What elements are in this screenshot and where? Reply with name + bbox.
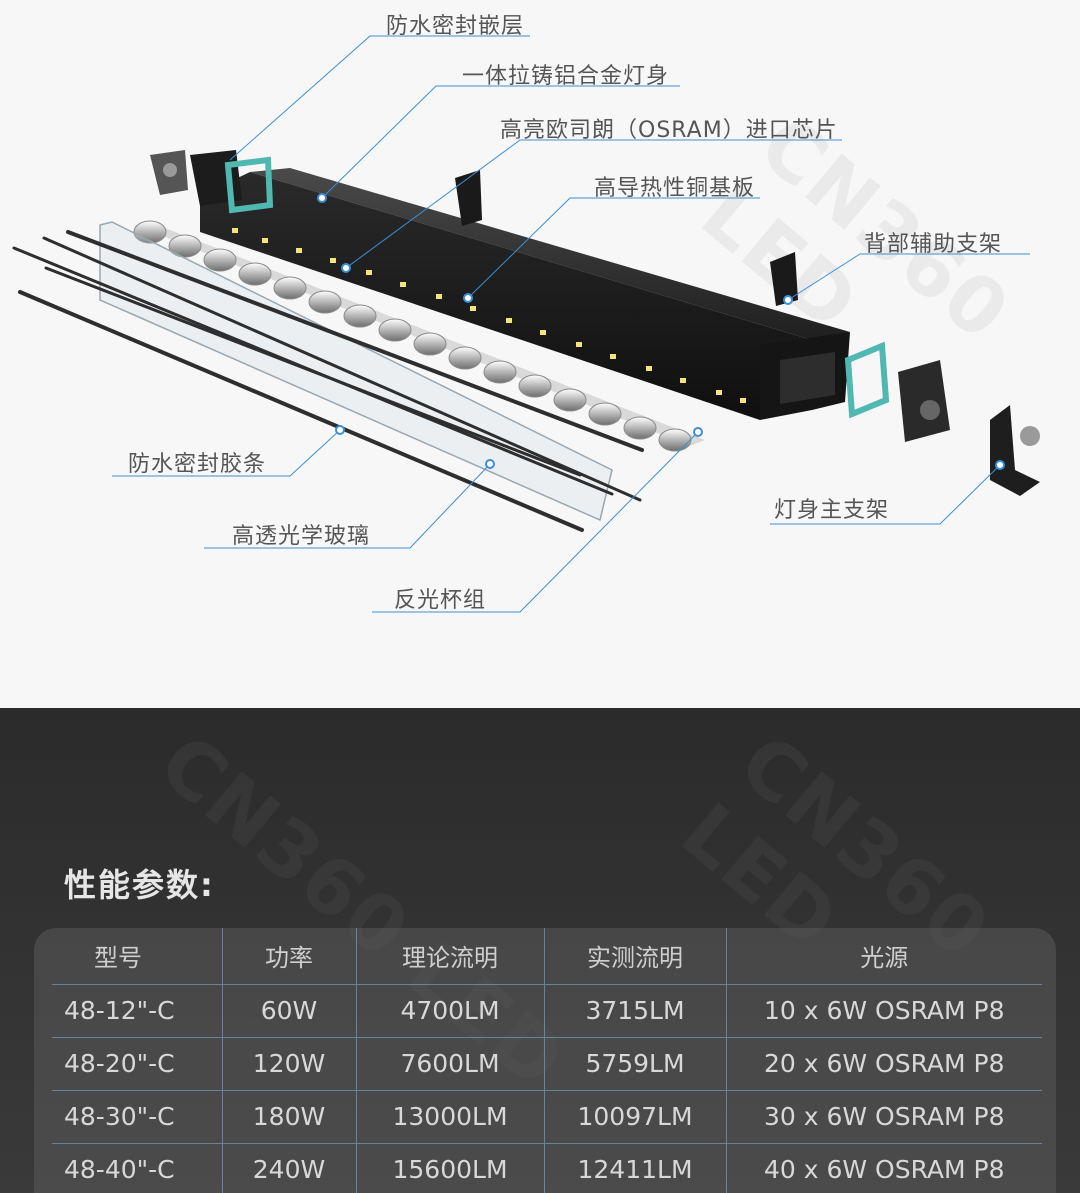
callout-copper-board: 高导热性铜基板 — [594, 176, 756, 201]
table-header-row: 型号 功率 理论流明 实测流明 光源 — [52, 928, 1042, 984]
cell-measured-lumen: 12411LM — [544, 1142, 727, 1193]
product-illustration — [12, 35, 1040, 613]
housing-top — [250, 168, 850, 340]
spec-title: 性能参数: — [64, 866, 215, 904]
cell-power: 120W — [222, 1036, 357, 1090]
housing-face — [200, 172, 812, 420]
callout-optical-glass: 高透光学玻璃 — [232, 524, 371, 549]
cell-model: 48-40"-C — [52, 1142, 223, 1193]
spec-table: 型号 功率 理论流明 实测流明 光源 48-12"-C 60W 4700LM 3… — [52, 928, 1042, 1193]
cell-power: 240W — [222, 1142, 357, 1193]
cell-theoretical-lumen: 7600LM — [356, 1036, 545, 1090]
cell-light-source: 40 x 6W OSRAM P8 — [726, 1142, 1042, 1193]
right-gasket — [844, 341, 890, 419]
col-header-model: 型号 — [52, 928, 223, 984]
col-header-theoretical-lumen: 理论流明 — [356, 928, 545, 984]
cell-model: 48-30"-C — [52, 1089, 223, 1143]
col-header-power: 功率 — [222, 928, 357, 984]
cell-light-source: 20 x 6W OSRAM P8 — [726, 1036, 1042, 1090]
main-bracket — [990, 405, 1040, 496]
callout-aluminum-body: 一体拉铸铝合金灯身 — [462, 64, 670, 89]
callout-reflector: 反光杯组 — [394, 588, 487, 613]
table-row: 48-20"-C 120W 7600LM 5759LM 20 x 6W OSRA… — [52, 1036, 1042, 1090]
callout-waterproof-inlay: 防水密封嵌层 — [386, 14, 525, 39]
exploded-diagram: CN360 LED — [12, 14, 1040, 613]
spec-table-card: 型号 功率 理论流明 实测流明 光源 48-12"-C 60W 4700LM 3… — [34, 928, 1056, 1193]
cell-theoretical-lumen: 15600LM — [356, 1142, 545, 1193]
cell-model: 48-12"-C — [52, 983, 223, 1037]
right-end-cap — [898, 360, 950, 442]
cell-power: 180W — [222, 1089, 357, 1143]
callout-main-bracket: 灯身主支架 — [774, 498, 890, 523]
cell-power: 60W — [222, 983, 357, 1037]
table-row: 48-40"-C 240W 15600LM 12411LM 40 x 6W OS… — [52, 1142, 1042, 1193]
cell-light-source: 10 x 6W OSRAM P8 — [726, 983, 1042, 1037]
back-bracket-2 — [770, 252, 798, 306]
cell-light-source: 30 x 6W OSRAM P8 — [726, 1089, 1042, 1143]
cell-measured-lumen: 3715LM — [544, 983, 727, 1037]
cell-theoretical-lumen: 4700LM — [356, 983, 545, 1037]
col-header-light-source: 光源 — [860, 944, 909, 973]
seal-strips — [12, 230, 644, 532]
cell-measured-lumen: 10097LM — [544, 1089, 727, 1143]
callout-seal-strip: 防水密封胶条 — [128, 452, 267, 477]
cell-theoretical-lumen: 13000LM — [356, 1089, 545, 1143]
left-end-cap — [150, 150, 274, 214]
table-row: 48-12"-C 60W 4700LM 3715LM 10 x 6W OSRAM… — [52, 983, 1042, 1037]
led-chips — [232, 228, 746, 403]
table-row: 48-30"-C 180W 13000LM 10097LM 30 x 6W OS… — [52, 1089, 1042, 1143]
callout-back-bracket: 背部辅助支架 — [864, 232, 1003, 257]
cell-measured-lumen: 5759LM — [544, 1036, 727, 1090]
callout-osram-chip: 高亮欧司朗（OSRAM）进口芯片 — [500, 118, 838, 143]
specs-section: CN360 LED CN360 LED 性能参数: 型号 功率 理论流明 实测流… — [0, 708, 1080, 1193]
col-header-measured-lumen: 实测流明 — [544, 928, 727, 984]
cell-model: 48-20"-C — [52, 1036, 223, 1090]
back-bracket-1 — [455, 170, 482, 226]
